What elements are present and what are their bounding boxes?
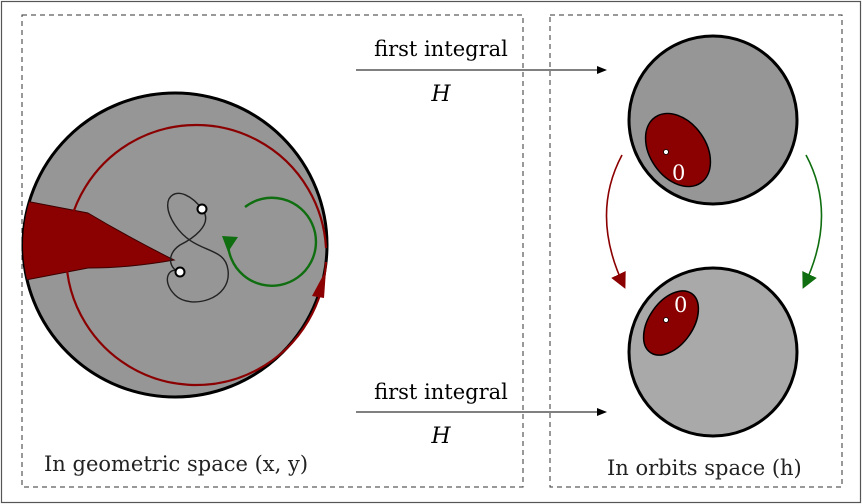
orbits-caption: In orbits space (h) xyxy=(607,456,802,480)
top-integral-arrow: first integral H xyxy=(356,37,607,107)
bottom-arrow-var: H xyxy=(430,424,451,449)
separatrix-curve xyxy=(166,192,229,303)
geometric-caption: In geometric space (x, y) xyxy=(44,452,308,476)
lower-equilibrium-point xyxy=(174,266,186,278)
red-orbit xyxy=(65,123,328,387)
green-orbit-arrowhead xyxy=(222,236,238,252)
red-orbit-arrowhead xyxy=(312,270,326,298)
top-arrow-label: first integral xyxy=(374,37,508,61)
bottom-integral-arrow: first integral H xyxy=(356,380,607,449)
green-orbit xyxy=(226,196,318,287)
bottom-red-region xyxy=(642,290,700,356)
orbits-panel xyxy=(549,14,843,488)
top-zero-point xyxy=(663,149,669,155)
geometric-disk xyxy=(21,91,329,399)
top-red-region xyxy=(644,112,712,188)
bottom-arrow-label: first integral xyxy=(374,380,508,404)
red-wedge-region xyxy=(23,197,176,284)
bottom-zero-label: 0 xyxy=(674,293,687,317)
green-transition-arrow xyxy=(802,154,823,289)
orbits-disk-bottom: 0 xyxy=(627,266,799,438)
top-zero-label: 0 xyxy=(672,161,685,185)
orbits-disk-top: 0 xyxy=(627,34,799,206)
upper-equilibrium-point xyxy=(196,203,208,215)
bottom-zero-point xyxy=(663,317,669,323)
top-arrow-var: H xyxy=(430,82,451,107)
red-transition-arrow xyxy=(605,154,626,289)
